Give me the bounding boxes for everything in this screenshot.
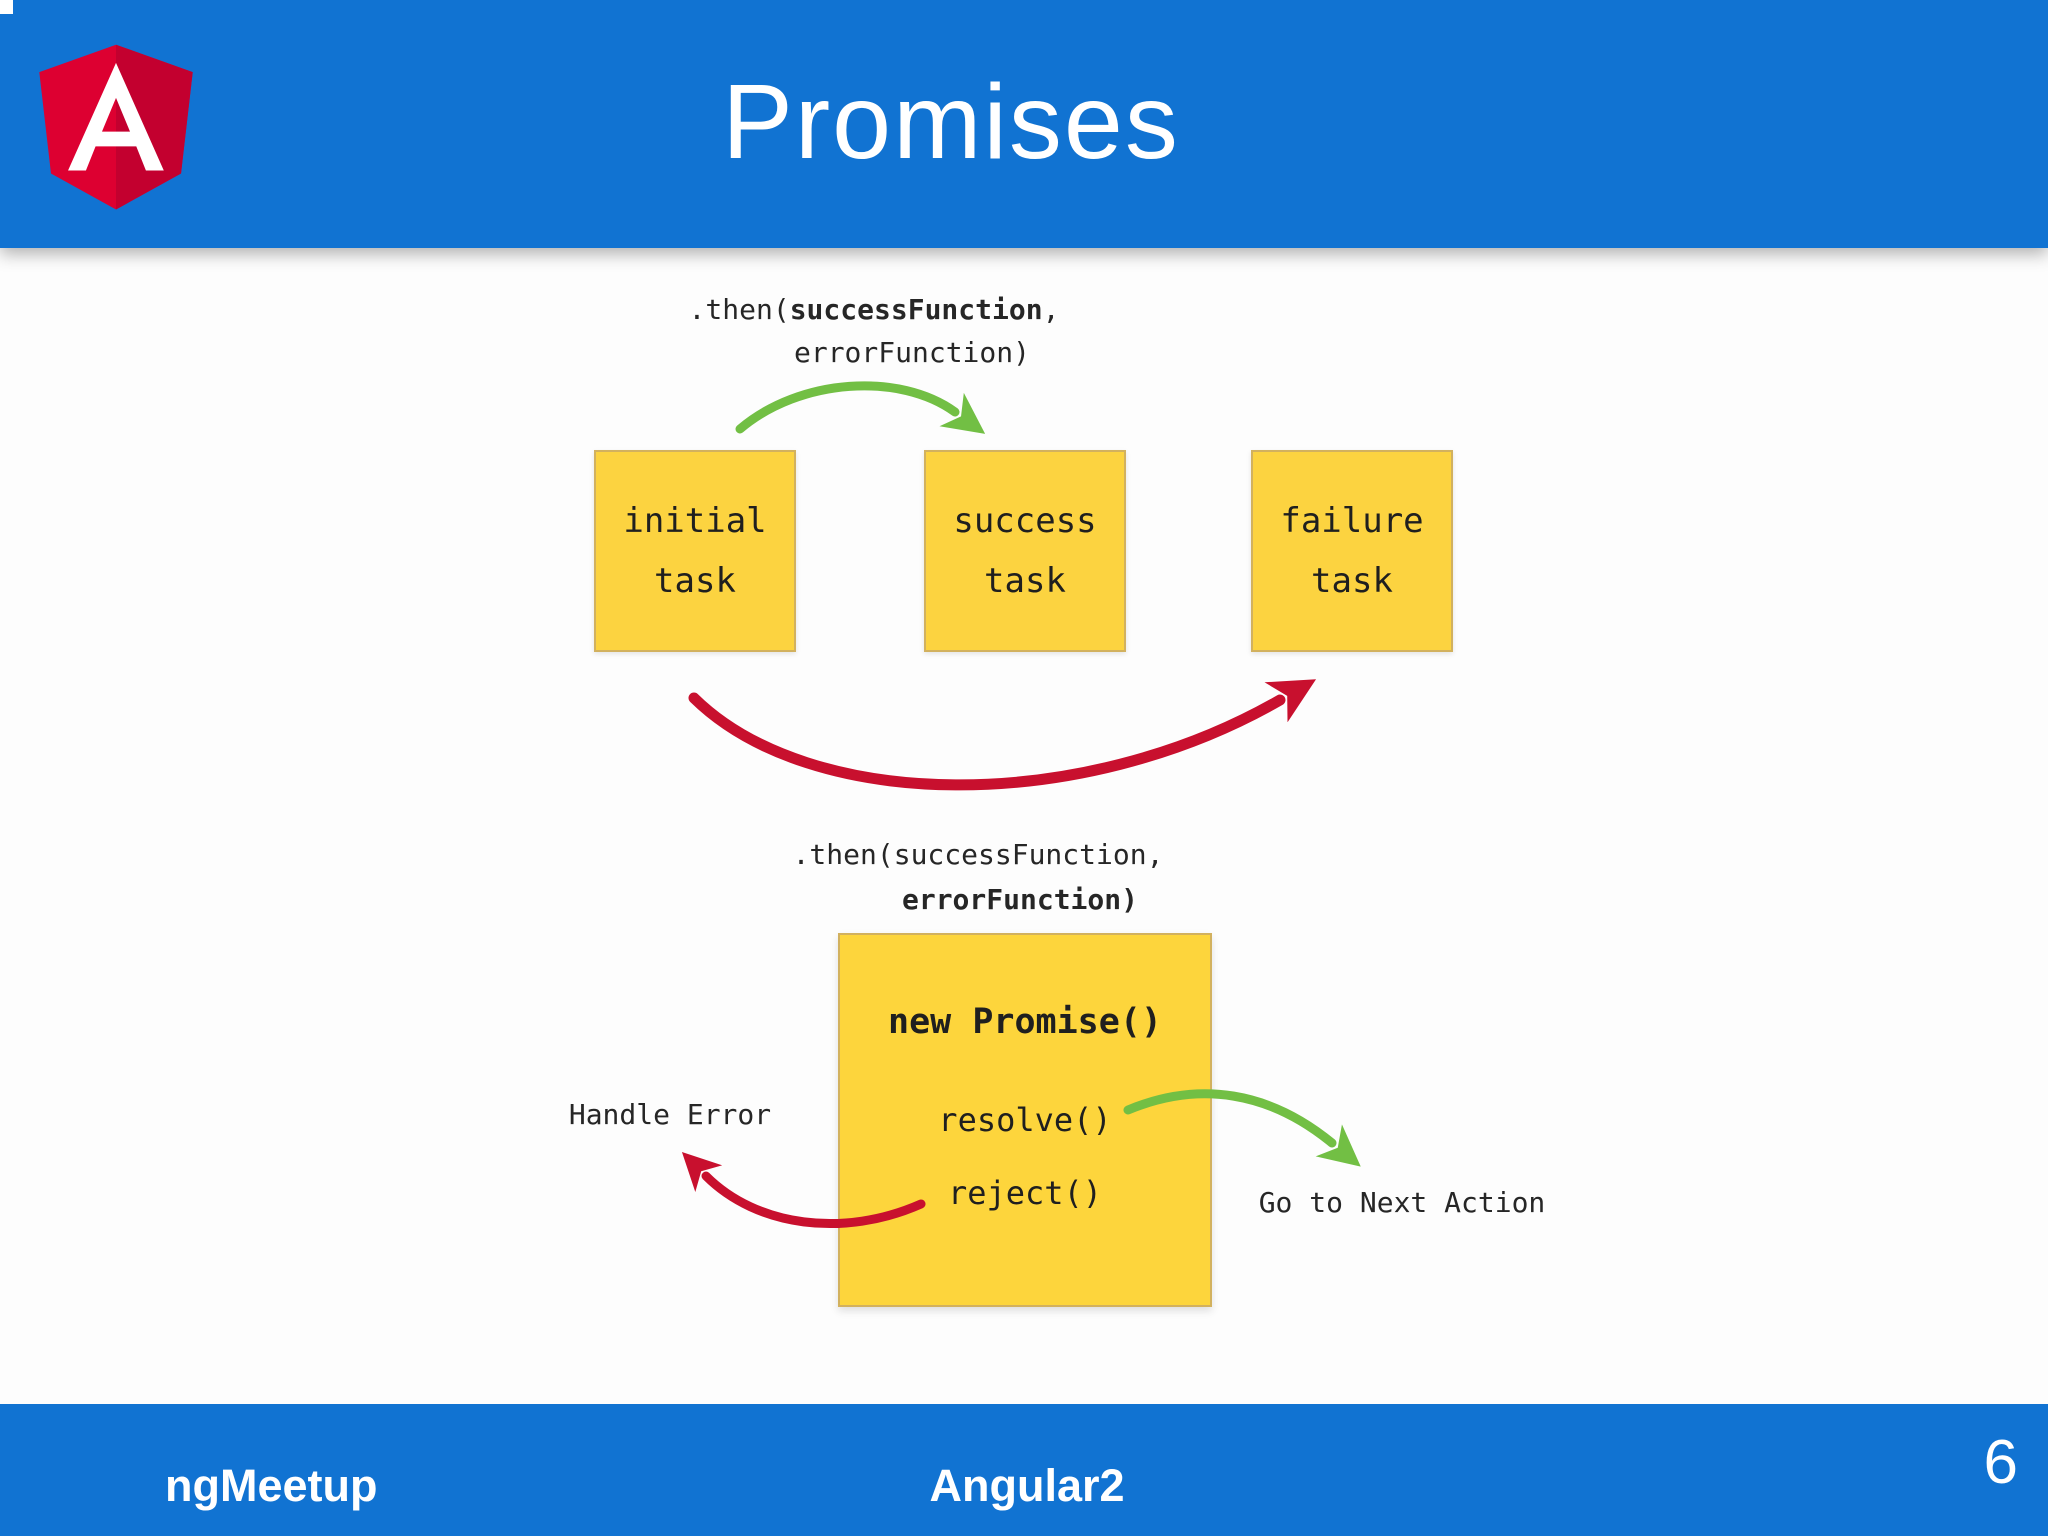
success-arrow bbox=[735, 381, 986, 434]
then-error-line2: errorFunction) bbox=[901, 883, 1138, 916]
box-label-line: initial bbox=[623, 501, 767, 541]
corner-notch bbox=[0, 0, 13, 14]
success-task-box: success task bbox=[924, 450, 1126, 652]
promise-box-title: new Promise() bbox=[888, 1002, 1162, 1042]
then-error-line1: .then(successFunction, bbox=[792, 838, 1164, 871]
page-title: Promises bbox=[722, 63, 1180, 181]
new-promise-box: new Promise() resolve() reject() bbox=[838, 933, 1212, 1307]
reject-label: reject() bbox=[947, 1174, 1103, 1212]
page-number: 6 bbox=[1983, 1428, 2018, 1497]
footer-center-text: Angular2 bbox=[929, 1460, 1125, 1511]
resolve-label: resolve() bbox=[938, 1101, 1112, 1139]
initial-task-box: initial task bbox=[594, 450, 796, 652]
box-label-line: success bbox=[953, 501, 1097, 541]
failure-task-box: failure task bbox=[1251, 450, 1453, 652]
handle-error-label: Handle Error bbox=[568, 1098, 772, 1131]
then-error-label: .then(successFunction, errorFunction) bbox=[718, 832, 1238, 922]
then-success-line2: errorFunction) bbox=[793, 336, 1030, 369]
box-label-line: task bbox=[1311, 561, 1393, 601]
footer-bar: ngMeetup Angular2 6 bbox=[0, 1404, 2048, 1536]
box-label-line: task bbox=[984, 561, 1066, 601]
angular-logo bbox=[39, 44, 193, 210]
failure-arrow bbox=[688, 679, 1317, 791]
then-success-label: .then(successFunction, errorFunction) bbox=[614, 288, 1134, 374]
then-success-line1: .then(successFunction, bbox=[688, 293, 1060, 326]
go-to-next-action-label: Go to Next Action bbox=[1258, 1186, 1546, 1219]
box-label-line: failure bbox=[1280, 501, 1424, 541]
footer-left-text: ngMeetup bbox=[165, 1460, 378, 1511]
box-label-line: task bbox=[654, 561, 736, 601]
header-bar: Promises bbox=[0, 0, 2048, 248]
